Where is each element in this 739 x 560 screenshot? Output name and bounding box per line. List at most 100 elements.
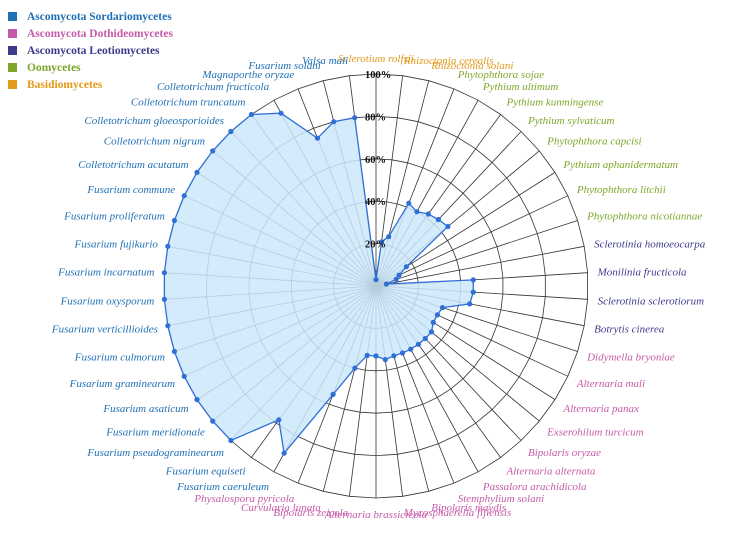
data-point	[330, 391, 336, 397]
category-label: Phytophthora nicotiannae	[586, 211, 702, 223]
category-label: Fusarium fujikurio	[73, 238, 158, 250]
legend: Ascomycota Sordariomycetes Ascomycota Do…	[8, 8, 173, 93]
data-point	[278, 110, 284, 116]
data-point	[425, 211, 431, 217]
data-point	[281, 450, 287, 456]
data-point	[415, 341, 421, 347]
data-point	[171, 348, 177, 355]
legend-item: Oomycetes	[8, 59, 173, 76]
data-point	[435, 216, 441, 223]
category-label: Fusarium proliferatum	[63, 211, 165, 223]
category-label: Mycosphaerella fijiensis	[403, 507, 511, 519]
legend-label: Basidiomycetes	[27, 78, 103, 91]
category-label: Rhizoctonia cerealis	[403, 55, 494, 67]
legend-swatch	[8, 29, 17, 38]
category-label: Sclerotium rolfsii	[338, 53, 414, 65]
category-label: Pythium sylvaticum	[527, 115, 615, 127]
tick-label: 80%	[365, 112, 386, 123]
legend-label: Ascomycota Dothideomycetes	[27, 27, 173, 40]
category-label: Curvularia lunata	[241, 502, 321, 514]
tick-label: 100%	[365, 70, 391, 81]
category-label: Pythium ultimum	[482, 81, 559, 93]
category-label: Colletotrichum truncatum	[131, 97, 246, 109]
category-label: Fusarium verticillioides	[51, 324, 158, 336]
data-point	[406, 200, 412, 206]
category-label: Botrytis cinerea	[594, 324, 665, 336]
category-label: Fusarium incarnatum	[57, 267, 154, 279]
category-label: Monilinia fructicola	[597, 267, 687, 279]
data-point	[408, 346, 414, 352]
data-point	[352, 365, 358, 371]
legend-swatch	[8, 12, 17, 21]
data-point	[161, 296, 167, 302]
data-point	[181, 373, 187, 379]
legend-label: Ascomycota Leotiomycetes	[27, 44, 160, 57]
data-point	[331, 119, 337, 125]
data-point	[428, 329, 435, 335]
data-point	[373, 353, 379, 359]
category-label: Fusarium culmorum	[74, 352, 165, 364]
data-point	[194, 169, 200, 175]
data-point	[470, 277, 476, 283]
category-label: Alternaria brassicicola	[324, 509, 428, 521]
category-label: Fusarium graminearum	[69, 378, 175, 390]
category-label: Sclerotinia sclerotiorum	[598, 295, 704, 307]
data-point	[393, 276, 399, 282]
series-area	[164, 113, 474, 454]
data-point	[382, 357, 388, 363]
data-point	[470, 289, 476, 295]
category-label: Valsa mali	[302, 55, 348, 67]
tick-label: 20%	[365, 240, 386, 251]
data-point	[276, 417, 282, 423]
legend-swatch	[8, 63, 17, 72]
data-point	[403, 264, 409, 270]
grid-spoke	[375, 195, 568, 287]
legend-label: Oomycetes	[27, 61, 81, 74]
grid-spoke	[375, 220, 578, 287]
category-label: Phytophthora litchii	[576, 184, 666, 196]
legend-item: Ascomycota Leotiomycetes	[8, 42, 173, 59]
legend-swatch	[8, 46, 17, 55]
tick-label: 60%	[365, 155, 386, 166]
data-point	[165, 323, 171, 329]
category-label: Fusarium pseudograminearum	[86, 447, 224, 459]
data-point	[439, 305, 446, 311]
radial-tick-labels: 20%40%60%80%100%	[365, 70, 391, 251]
data-point	[386, 234, 392, 240]
data-point	[194, 397, 200, 403]
legend-item: Basidiomycetes	[8, 76, 173, 93]
category-label: Rhizoctonia solani	[430, 60, 513, 72]
data-point	[248, 111, 254, 118]
data-point	[228, 128, 234, 135]
legend-swatch	[8, 80, 17, 89]
category-label: Fusarium asaticum	[102, 403, 188, 415]
radar-series	[161, 110, 476, 456]
category-label: Fusarium equiseti	[165, 466, 246, 478]
category-label: Magnaporthe oryzae	[201, 69, 294, 81]
data-point	[373, 277, 379, 283]
category-label: Exserohilum turcicum	[546, 426, 644, 438]
category-label: Bipolaris zeicola	[273, 507, 348, 519]
category-label: Alternaria alternata	[506, 466, 596, 478]
category-label: Colletotrichum fructicola	[157, 81, 270, 93]
data-point	[210, 418, 216, 424]
data-point	[467, 301, 473, 307]
category-label: Phytophthora capcisi	[546, 136, 641, 148]
category-label: Fusarium solani	[247, 60, 320, 72]
category-label: Stemphylium solani	[458, 493, 544, 505]
data-point	[165, 243, 171, 249]
category-label: Colletotrichum acutatum	[78, 159, 188, 171]
category-label: Colletotrichum nigrum	[104, 136, 205, 148]
category-label: Colletotrichum gloeosporioides	[84, 115, 224, 127]
data-point	[391, 353, 397, 359]
legend-item: Ascomycota Sordariomycetes	[8, 8, 173, 25]
category-label: Fusarium meridionale	[105, 426, 205, 438]
legend-item: Ascomycota Dothideomycetes	[8, 25, 173, 42]
data-point	[210, 148, 216, 154]
grid-spoke	[375, 245, 585, 287]
data-point	[352, 115, 358, 121]
data-point	[399, 350, 406, 356]
category-label: Bipolaris oryzae	[528, 447, 601, 459]
category-label: Bipolaris maydis	[431, 502, 506, 514]
